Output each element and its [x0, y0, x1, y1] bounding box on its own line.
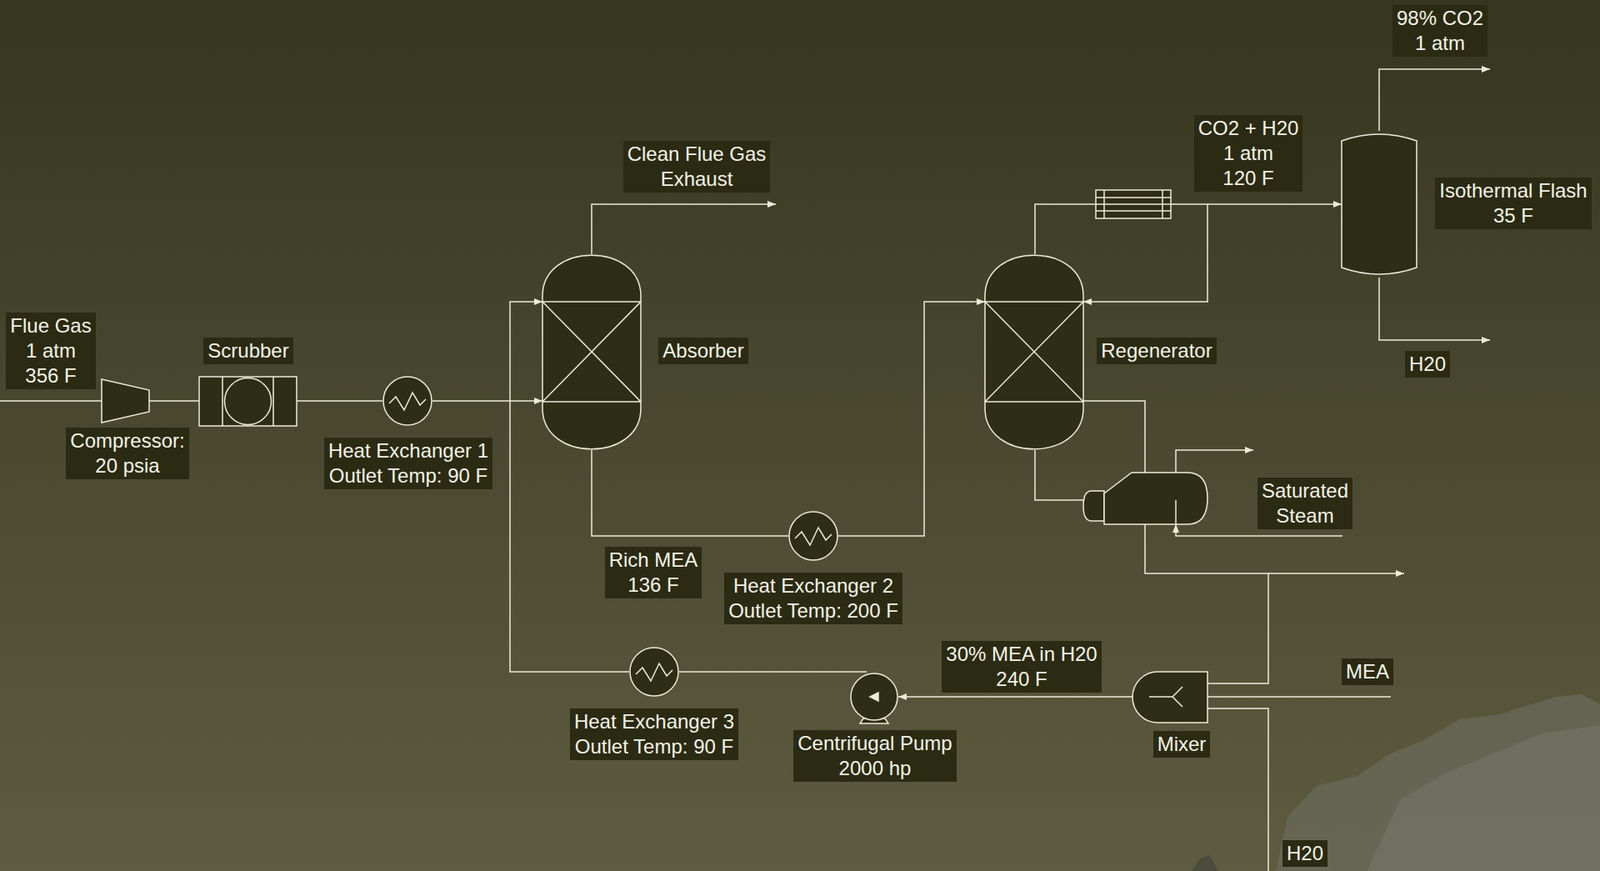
rock [1191, 855, 1219, 871]
flash-symbol [1341, 134, 1417, 275]
equipment-node: Heat Exchanger 1 Outlet Temp: 90 F [382, 375, 433, 426]
equipment-outline [101, 379, 150, 423]
equipment-node: Absorber [542, 254, 641, 450]
purge-line [1268, 572, 1405, 575]
equipment-label: Isothermal Flash 35 F [1435, 177, 1591, 230]
scrubber-symbol [199, 376, 297, 426]
equipment-label: Heat Exchanger 2 Outlet Temp: 200 F [724, 572, 903, 625]
process-stream [591, 450, 789, 536]
equipment-label: Scrubber [203, 337, 293, 365]
equipment-node: Centrifugal Pump 2000 hp [850, 671, 899, 722]
equipment-outline [850, 671, 899, 722]
stream-label: CO2 + H20 1 atm 120 F [1194, 115, 1304, 192]
water-product-line [1379, 277, 1490, 340]
mountain-backdrop [1275, 694, 1600, 871]
stream-label: Clean Flue Gas Exhaust [623, 140, 771, 193]
equipment-node: Isothermal Flash 35 F [1341, 130, 1417, 278]
equipment-label: Absorber [658, 337, 748, 365]
equipment-node: Mixer [1132, 671, 1208, 723]
equipment-label: Mixer [1153, 730, 1211, 758]
mountain-shade [1366, 725, 1600, 871]
process-stream [296, 400, 383, 402]
equipment-outline [542, 254, 641, 450]
equipment-outline [199, 376, 297, 426]
flue-gas-inlet-line [0, 400, 102, 402]
equipment-node: Scrubber [199, 376, 297, 426]
stream-label: 98% CO2 1 atm [1392, 5, 1488, 57]
equipment-outline [629, 646, 680, 697]
hx-symbol [630, 647, 679, 696]
co2-product-line [1379, 69, 1490, 131]
equipment-label: Compressor: 20 psia [65, 427, 189, 480]
process-stream [898, 695, 1133, 698]
equipment-label: Heat Exchanger 3 Outlet Temp: 90 F [570, 708, 739, 760]
stream-label: MEA [1341, 658, 1394, 685]
stream-label: Flue Gas 1 atm 356 F [5, 312, 95, 390]
compressor-symbol [101, 379, 150, 423]
equipment-outline [788, 510, 839, 561]
equipment-node: Regenerator [985, 254, 1084, 450]
equipment-node: Heat Exchanger 3 Outlet Temp: 90 F [629, 646, 680, 697]
column-symbol [985, 255, 1084, 450]
water-feed-line [1207, 708, 1269, 871]
equipment-outline [1341, 130, 1417, 278]
equipment-label: Regenerator [1096, 337, 1216, 365]
stream-label: Rich MEA 136 F [605, 546, 703, 599]
equipment-outline [985, 254, 1084, 450]
hx-symbol [383, 376, 432, 425]
equipment-node: Compressor: 20 psia [101, 379, 150, 423]
stream-label: H20 [1405, 350, 1450, 378]
condenser-symbol [1095, 190, 1171, 219]
steam-out-line [1175, 450, 1254, 473]
process-stream [1035, 204, 1342, 255]
stream-label: H20 [1282, 840, 1328, 867]
pump-symbol [850, 673, 898, 724]
process-stream [838, 301, 985, 536]
column-symbol [542, 255, 641, 450]
stream-label: 30% MEA in H20 240 F [941, 640, 1101, 693]
equipment-node: Heat Exchanger 2 Outlet Temp: 200 F [788, 510, 839, 561]
stream-label: Saturated Steam [1257, 477, 1353, 530]
process-stream [679, 670, 867, 673]
equipment-label: Heat Exchanger 1 Outlet Temp: 90 F [324, 437, 493, 490]
side-draw-line [1083, 400, 1145, 473]
equipment-outline [382, 375, 433, 426]
process-stream [149, 400, 200, 402]
mea-feed-line [1207, 695, 1391, 698]
exhaust-line [591, 204, 776, 255]
mixer-symbol [1132, 671, 1208, 723]
process-stream [432, 400, 543, 402]
hx-symbol [789, 511, 838, 560]
reboiler-symbol [1083, 472, 1208, 525]
equipment-label: Centrifugal Pump 2000 hp [793, 730, 956, 782]
equipment-outline [1132, 671, 1208, 723]
